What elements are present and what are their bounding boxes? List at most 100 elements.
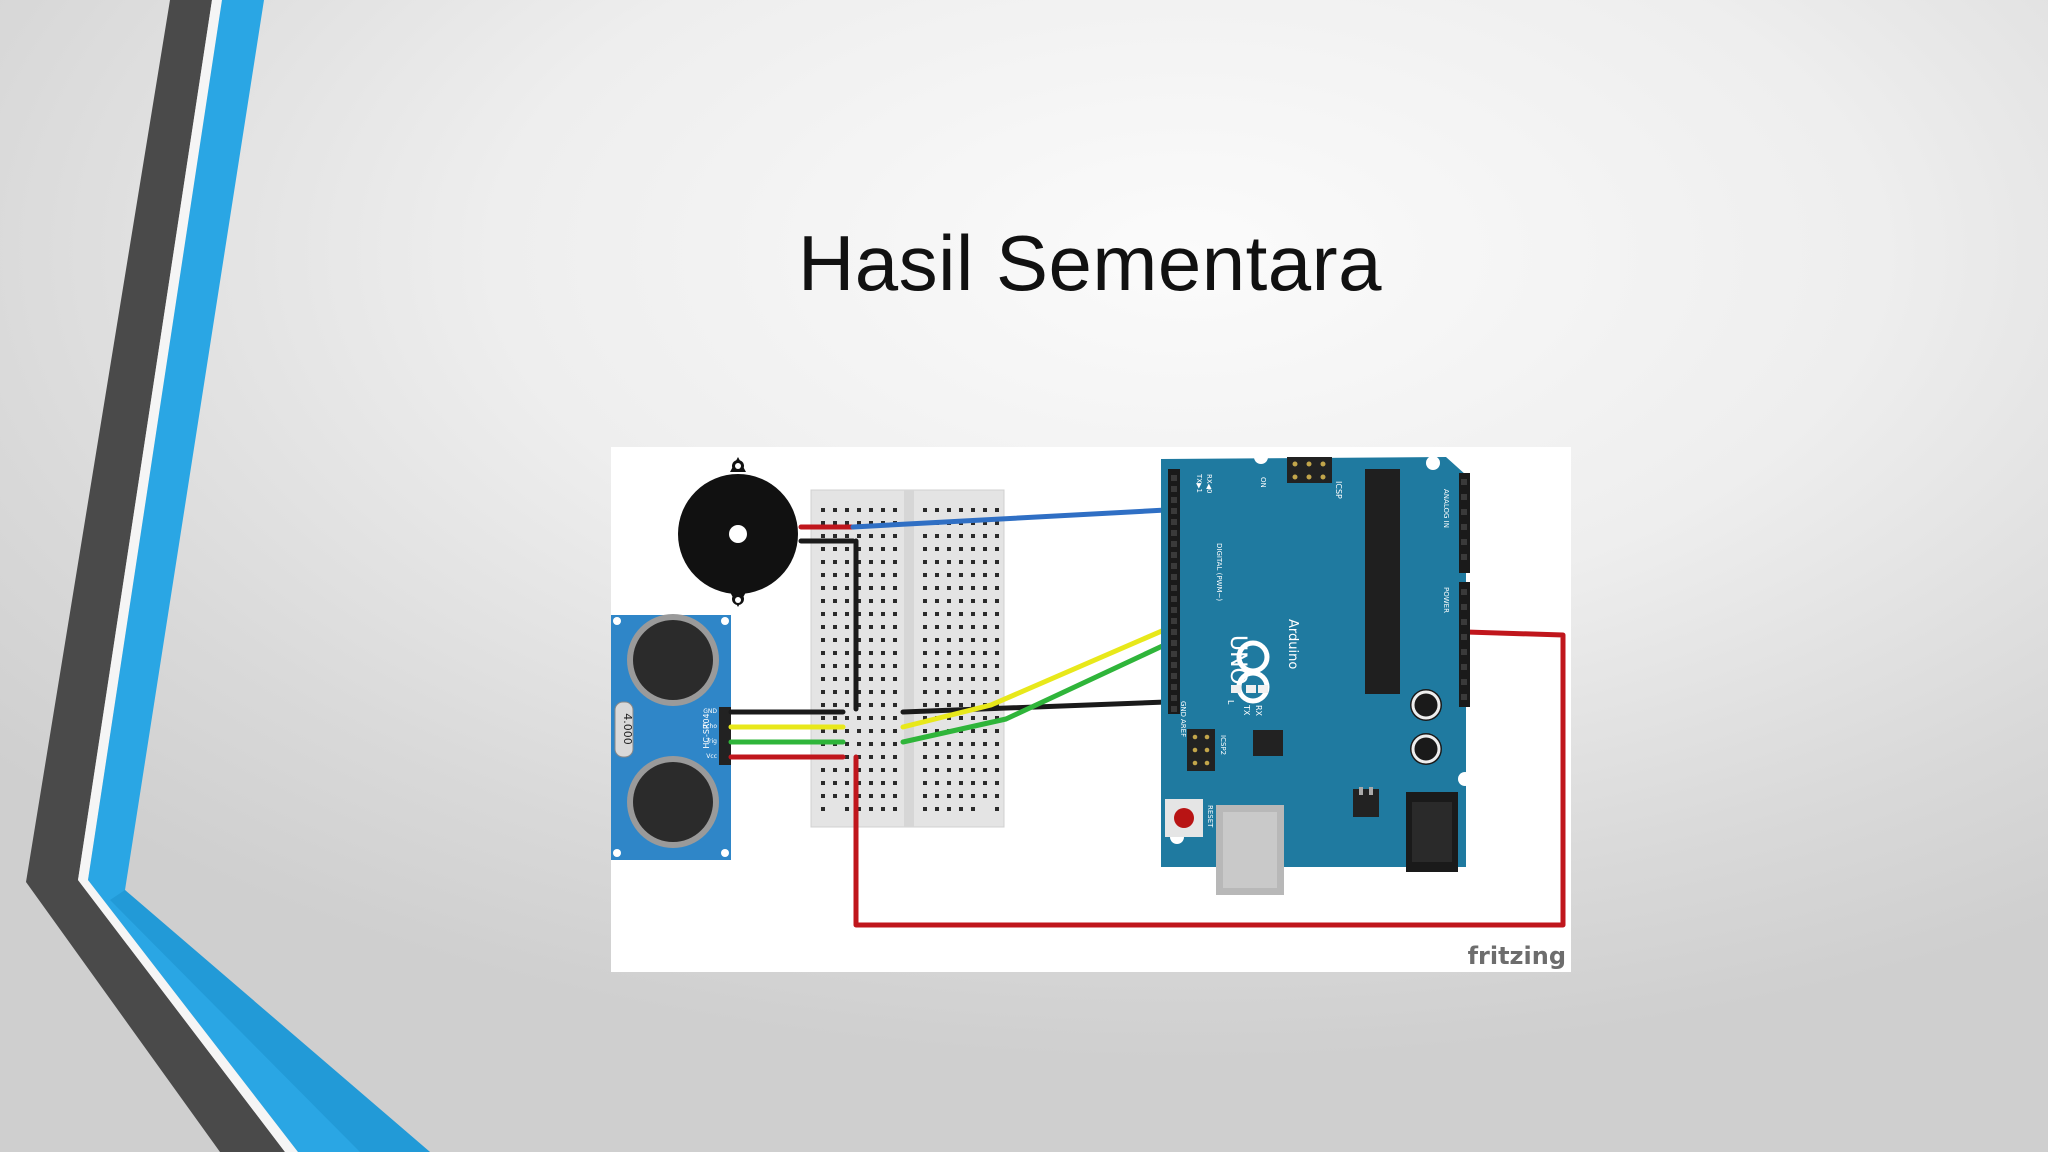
circuit-diagram: 4.000 HC-SR04 GND Echo Trig Vcc	[611, 447, 1571, 972]
breadboard-hole	[971, 794, 975, 798]
header-pin	[1171, 486, 1177, 492]
header-pin	[1171, 607, 1177, 613]
breadboard-hole	[821, 716, 825, 720]
breadboard-hole	[869, 560, 873, 564]
breadboard-hole	[845, 794, 849, 798]
breadboard-hole	[947, 534, 951, 538]
breadboard-hole	[959, 625, 963, 629]
icsp-label: ICSP	[1334, 481, 1343, 499]
breadboard-hole	[869, 703, 873, 707]
breadboard-hole	[881, 716, 885, 720]
breadboard-hole	[935, 677, 939, 681]
breadboard-hole	[935, 573, 939, 577]
breadboard-hole	[821, 586, 825, 590]
wire-green-signal	[900, 639, 1174, 745]
breadboard-hole	[821, 651, 825, 655]
breadboard-hole	[995, 716, 999, 720]
breadboard-hole	[983, 781, 987, 785]
breadboard-hole	[833, 664, 837, 668]
wire-yellow-signal	[900, 624, 1174, 730]
breadboard-hole	[959, 508, 963, 512]
breadboard-hole	[923, 625, 927, 629]
breadboard-hole	[869, 651, 873, 655]
header-pin	[1461, 524, 1467, 530]
header-pin	[1171, 629, 1177, 635]
ultrasonic-sensor: 4.000 HC-SR04 GND Echo Trig Vcc	[611, 614, 731, 860]
breadboard-hole	[869, 742, 873, 746]
header-pin	[1171, 596, 1177, 602]
header-pin	[1461, 494, 1467, 500]
header-pin	[1461, 554, 1467, 560]
breadboard-hole	[857, 638, 861, 642]
breadboard-hole	[881, 781, 885, 785]
breadboard-hole	[857, 729, 861, 733]
breadboard-hole	[947, 703, 951, 707]
breadboard-hole	[845, 534, 849, 538]
breadboard-hole	[995, 690, 999, 694]
breadboard-hole	[959, 573, 963, 577]
breadboard-hole	[869, 599, 873, 603]
breadboard-hole	[947, 755, 951, 759]
txd-label: TX▶1	[1195, 473, 1203, 493]
breadboard-hole	[821, 534, 825, 538]
breadboard-hole	[881, 703, 885, 707]
breadboard-hole	[947, 612, 951, 616]
breadboard-hole	[959, 768, 963, 772]
breadboard-hole	[971, 573, 975, 577]
breadboard-hole	[935, 768, 939, 772]
breadboard-hole	[845, 664, 849, 668]
breadboard-hole	[857, 560, 861, 564]
breadboard-hole	[845, 547, 849, 551]
l-label: L	[1226, 700, 1235, 705]
header-pin	[1461, 604, 1467, 610]
breadboard-hole	[923, 742, 927, 746]
breadboard-hole	[971, 664, 975, 668]
breadboard-hole	[995, 768, 999, 772]
breadboard-hole	[971, 521, 975, 525]
breadboard-hole	[935, 742, 939, 746]
analog-header-pins	[1461, 479, 1467, 560]
breadboard-hole	[983, 573, 987, 577]
breadboard-hole	[995, 560, 999, 564]
blue-stripe	[88, 0, 430, 1152]
breadboard-hole	[857, 768, 861, 772]
header-pin	[1171, 552, 1177, 558]
gnd-label: GND	[1179, 701, 1187, 717]
breadboard-hole	[857, 781, 861, 785]
breadboard-hole	[833, 781, 837, 785]
header-pin	[1461, 539, 1467, 545]
breadboard-hole	[821, 612, 825, 616]
breadboard-hole	[983, 599, 987, 603]
breadboard-hole	[845, 742, 849, 746]
breadboard-hole	[869, 612, 873, 616]
breadboard-hole	[893, 651, 897, 655]
breadboard-hole	[959, 703, 963, 707]
wire-blue-signal	[850, 507, 1169, 530]
breadboard-hole	[959, 781, 963, 785]
breadboard-hole	[935, 729, 939, 733]
header-pin	[1171, 618, 1177, 624]
reset-label: RESET	[1206, 805, 1214, 828]
breadboard-hole	[833, 599, 837, 603]
breadboard-hole	[845, 651, 849, 655]
sensor-pin-trig: Trig	[705, 738, 717, 745]
breadboard-hole	[923, 703, 927, 707]
breadboard-hole	[983, 521, 987, 525]
breadboard-hole	[923, 755, 927, 759]
breadboard-hole	[935, 508, 939, 512]
breadboard-hole	[959, 612, 963, 616]
header-pin	[1171, 574, 1177, 580]
breadboard-hole	[923, 586, 927, 590]
breadboard-hole	[893, 781, 897, 785]
breadboard-hole	[995, 742, 999, 746]
breadboard-hole	[845, 560, 849, 564]
breadboard-hole	[821, 703, 825, 707]
breadboard-hole	[869, 716, 873, 720]
breadboard-hole	[923, 807, 927, 811]
breadboard-hole	[833, 703, 837, 707]
breadboard-hole	[947, 664, 951, 668]
breadboard-hole	[935, 664, 939, 668]
header-pin	[1461, 479, 1467, 485]
breadboard-hole	[935, 807, 939, 811]
breadboard-hole	[971, 677, 975, 681]
